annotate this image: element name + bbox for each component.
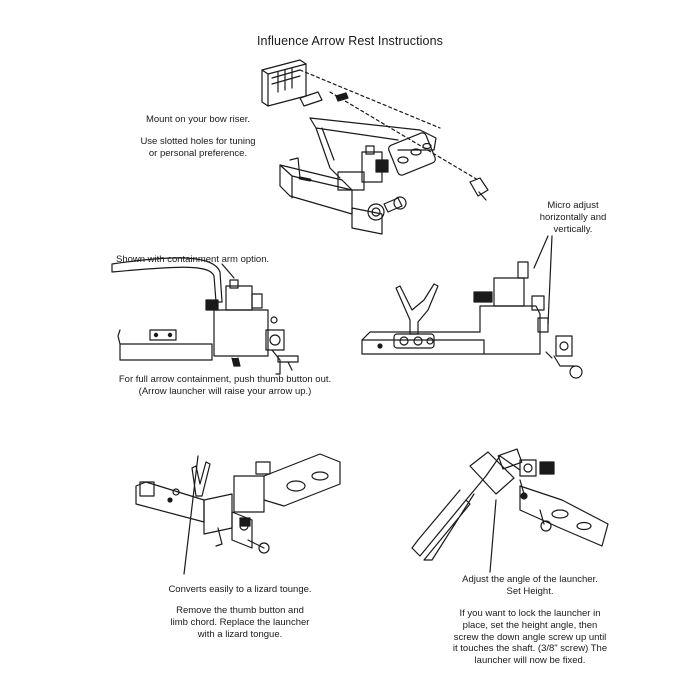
mount-caption: Mount on your bow riser. Use slotted hol… [118,114,278,160]
full-containment-caption: For full arrow containment, push thumb b… [100,374,350,398]
callout-line [490,500,496,572]
angle-caption-line: place, set the height angle, then [462,619,598,631]
assembly-line [300,70,478,180]
launcher-assembly [412,449,608,560]
page-title: Influence Arrow Rest Instructions [256,34,444,48]
angle-caption-line: Adjust the angle of the launcher. [462,574,598,585]
rest-body [280,118,437,234]
lizard-caption: Converts easily to a lizard tounge. Remo… [150,584,330,641]
lizard-tongue [192,462,210,496]
angle-caption-line: it touches the shaft. (3/8" screw) The [452,643,608,655]
micro-adjust-caption-line: vertically. [553,223,593,235]
lizard-caption-line: Converts easily to a lizard tounge. [168,584,312,595]
containment-caption-line: Shown with containment arm option. [116,254,270,265]
callout-line [222,264,234,278]
rest-body [136,454,340,553]
full-containment-caption-line: For full arrow containment, push thumb b… [118,374,332,385]
callout-line [184,456,198,574]
mount-screws [300,92,488,200]
mount-caption-line: or personal preference. [148,147,248,159]
angle-caption-line: launcher will now be fixed. [474,655,586,667]
fork-launcher [396,284,438,334]
micro-adjust-caption-line: horizontally and [539,211,607,223]
angle-caption: Adjust the angle of the launcher. Set He… [430,574,630,667]
mount-caption-line: Mount on your bow riser. [145,114,251,125]
rest-body [362,262,582,378]
angle-caption-line: screw the down angle screw up until [453,631,607,643]
callout-line [534,236,552,324]
base-rail [118,280,298,374]
mount-caption-line: Use slotted holes for tuning [140,135,256,147]
lizard-caption-line: with a lizard tongue. [197,628,283,640]
lizard-caption-line: Remove the thumb button and [176,604,304,616]
full-containment-caption-line: (Arrow launcher will raise your arrow up… [138,385,312,397]
angle-caption-line: If you want to lock the launcher in [459,607,601,619]
angle-caption-line: Set Height. [506,585,554,597]
micro-adjust-caption: Micro adjust horizontally and vertically… [528,200,618,236]
containment-caption: Shown with containment arm option. [116,254,269,266]
lizard-caption-line: limb chord. Replace the launcher [170,616,310,628]
micro-adjust-caption-line: Micro adjust [547,200,599,211]
